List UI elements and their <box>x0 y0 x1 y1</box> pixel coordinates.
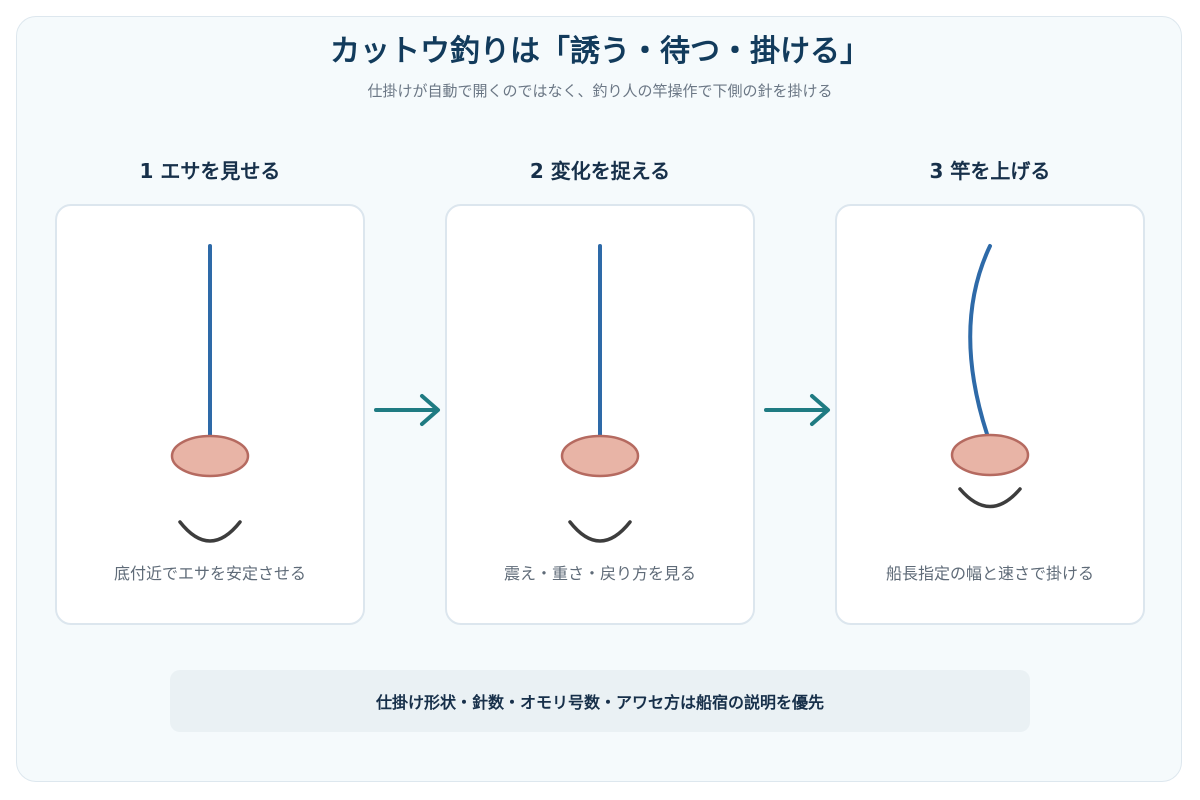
diagram-title: カットウ釣りは「誘う・待つ・掛ける」 <box>330 34 870 69</box>
hook-raised <box>958 487 1022 509</box>
step-3-illustration <box>950 244 1030 509</box>
diagram-subtitle: 仕掛けが自動で開くのではなく、釣り人の竿操作で下側の針を掛ける <box>367 82 833 100</box>
step-1-heading: 1 エサを見せる <box>139 159 281 183</box>
note-box: 仕掛け形状・針数・オモリ号数・アワセ方は船宿の説明を優先 <box>170 670 1030 732</box>
bait-sinker <box>170 434 250 478</box>
step-1-caption: 底付近でエサを安定させる <box>113 564 306 583</box>
step-2-illustration <box>560 244 640 543</box>
bait-sinker <box>560 434 640 478</box>
step-2-heading: 2 変化を捉える <box>529 159 671 183</box>
step-2-caption: 震え・重さ・戻り方を見る <box>503 564 696 583</box>
step-1-illustration <box>170 244 250 543</box>
hook <box>178 520 242 543</box>
arrow-right-icon <box>374 394 440 426</box>
step-3-caption: 船長指定の幅と速さで掛ける <box>885 564 1094 583</box>
hook <box>568 520 632 543</box>
step-3-heading: 3 竿を上げる <box>929 159 1051 183</box>
step-1-card: 底付近でエサを安定させる <box>55 204 365 625</box>
arrow-right-icon <box>764 394 830 426</box>
bait-sinker <box>950 433 1030 477</box>
fishing-line-bent <box>968 244 992 436</box>
step-2-card: 震え・重さ・戻り方を見る <box>445 204 755 625</box>
step-3-card: 船長指定の幅と速さで掛ける <box>835 204 1145 625</box>
